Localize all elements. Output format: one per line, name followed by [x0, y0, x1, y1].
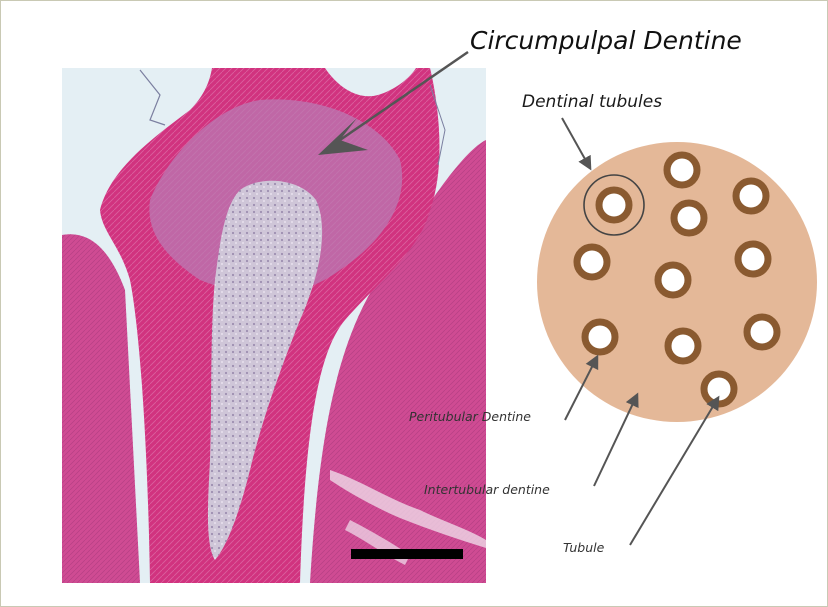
tubule: [667, 155, 697, 185]
tubule: [668, 331, 698, 361]
arrow-intertubular: [594, 395, 637, 486]
tubule: [738, 244, 768, 274]
title-label: Circumpulpal Dentine: [470, 26, 742, 55]
intertubular-label: Intertubular dentine: [424, 482, 550, 497]
tubule: [585, 322, 615, 352]
tubule: [577, 247, 607, 277]
tubule: [747, 317, 777, 347]
scale-bar: [351, 549, 463, 559]
histology-micrograph: [62, 68, 486, 583]
tubule-label: Tubule: [563, 540, 604, 555]
tubule: [704, 374, 734, 404]
tubule: [658, 265, 688, 295]
tubule-diagram: [537, 142, 817, 422]
arrow-dentinal-tubules: [562, 118, 590, 168]
tubule: [736, 181, 766, 211]
dentinal-tubules-label: Dentinal tubules: [522, 92, 662, 112]
tubule: [674, 203, 704, 233]
peritubular-label: Peritubular Dentine: [409, 409, 531, 424]
tubule: [599, 190, 629, 220]
